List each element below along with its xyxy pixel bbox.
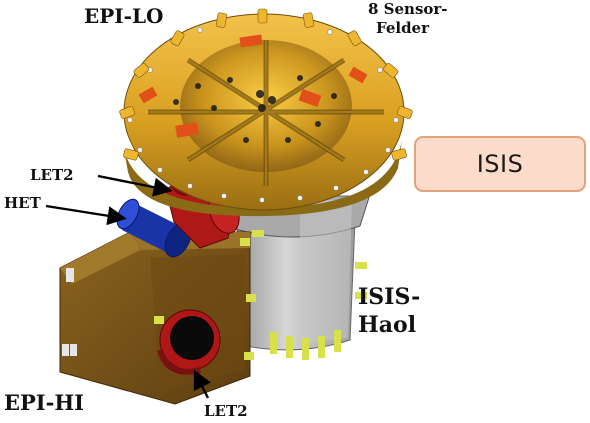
isis-haol-label-line1: ISIS- — [358, 284, 421, 310]
het-arrow — [45, 204, 127, 226]
let2-bottom-sensor — [157, 309, 221, 375]
let2-top-label: LET2 — [30, 166, 74, 184]
isis-callout-box: ISIS — [414, 136, 586, 192]
epi-hi-label: EPI-HI — [4, 390, 85, 415]
let2-bottom-arrow — [193, 369, 212, 399]
let2-bottom-label: LET2 — [204, 402, 248, 420]
epi-hi-box — [59, 231, 256, 405]
isis-haol-body — [215, 187, 373, 360]
isis-haol-label-line2: Haol — [358, 312, 417, 338]
het-label: HET — [4, 194, 41, 212]
epi-lo-label: EPI-LO — [84, 4, 164, 28]
sensor-fields-label-line2: Felder — [376, 19, 430, 37]
epi-lo-dome — [119, 8, 413, 217]
sensor-fields-label-line1: 8 Sensor- — [368, 0, 448, 18]
let2-top-arrow — [97, 174, 173, 197]
isis-callout-label: ISIS — [476, 150, 524, 178]
label-arrows — [45, 174, 212, 399]
